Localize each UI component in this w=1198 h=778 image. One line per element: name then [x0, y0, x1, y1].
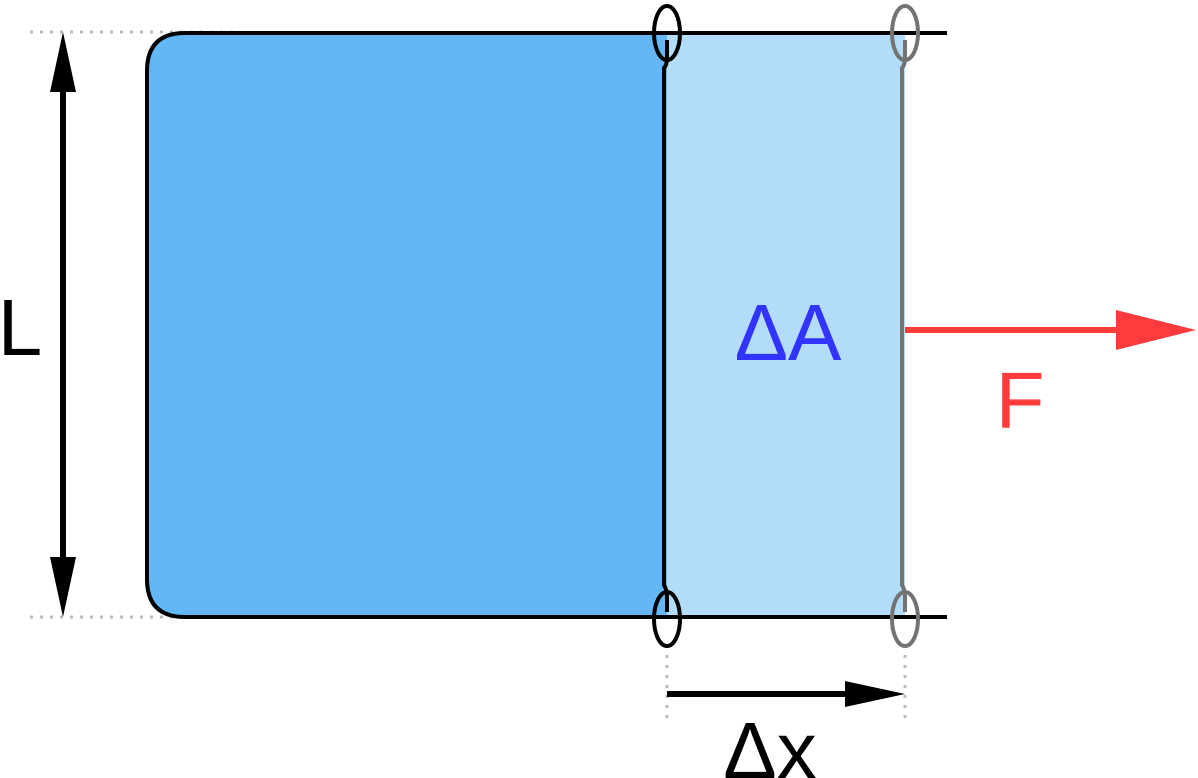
loop-top-moved	[890, 4, 920, 62]
film-original-area	[147, 33, 667, 617]
force-arrow	[905, 310, 1196, 350]
film-extension-area	[667, 33, 905, 617]
loop-bottom-original	[652, 590, 682, 648]
film-outline	[145, 31, 947, 619]
loop-bottom-moved	[890, 590, 920, 648]
area-change-label: ΔA	[735, 288, 842, 377]
length-dimension-arrow	[50, 32, 76, 617]
wire-loops	[652, 4, 920, 648]
displacement-arrow	[667, 681, 905, 707]
loop-top-original	[652, 4, 682, 62]
displacement-label: Δx	[723, 706, 816, 778]
length-label: L	[0, 283, 42, 372]
force-label: F	[996, 356, 1045, 445]
